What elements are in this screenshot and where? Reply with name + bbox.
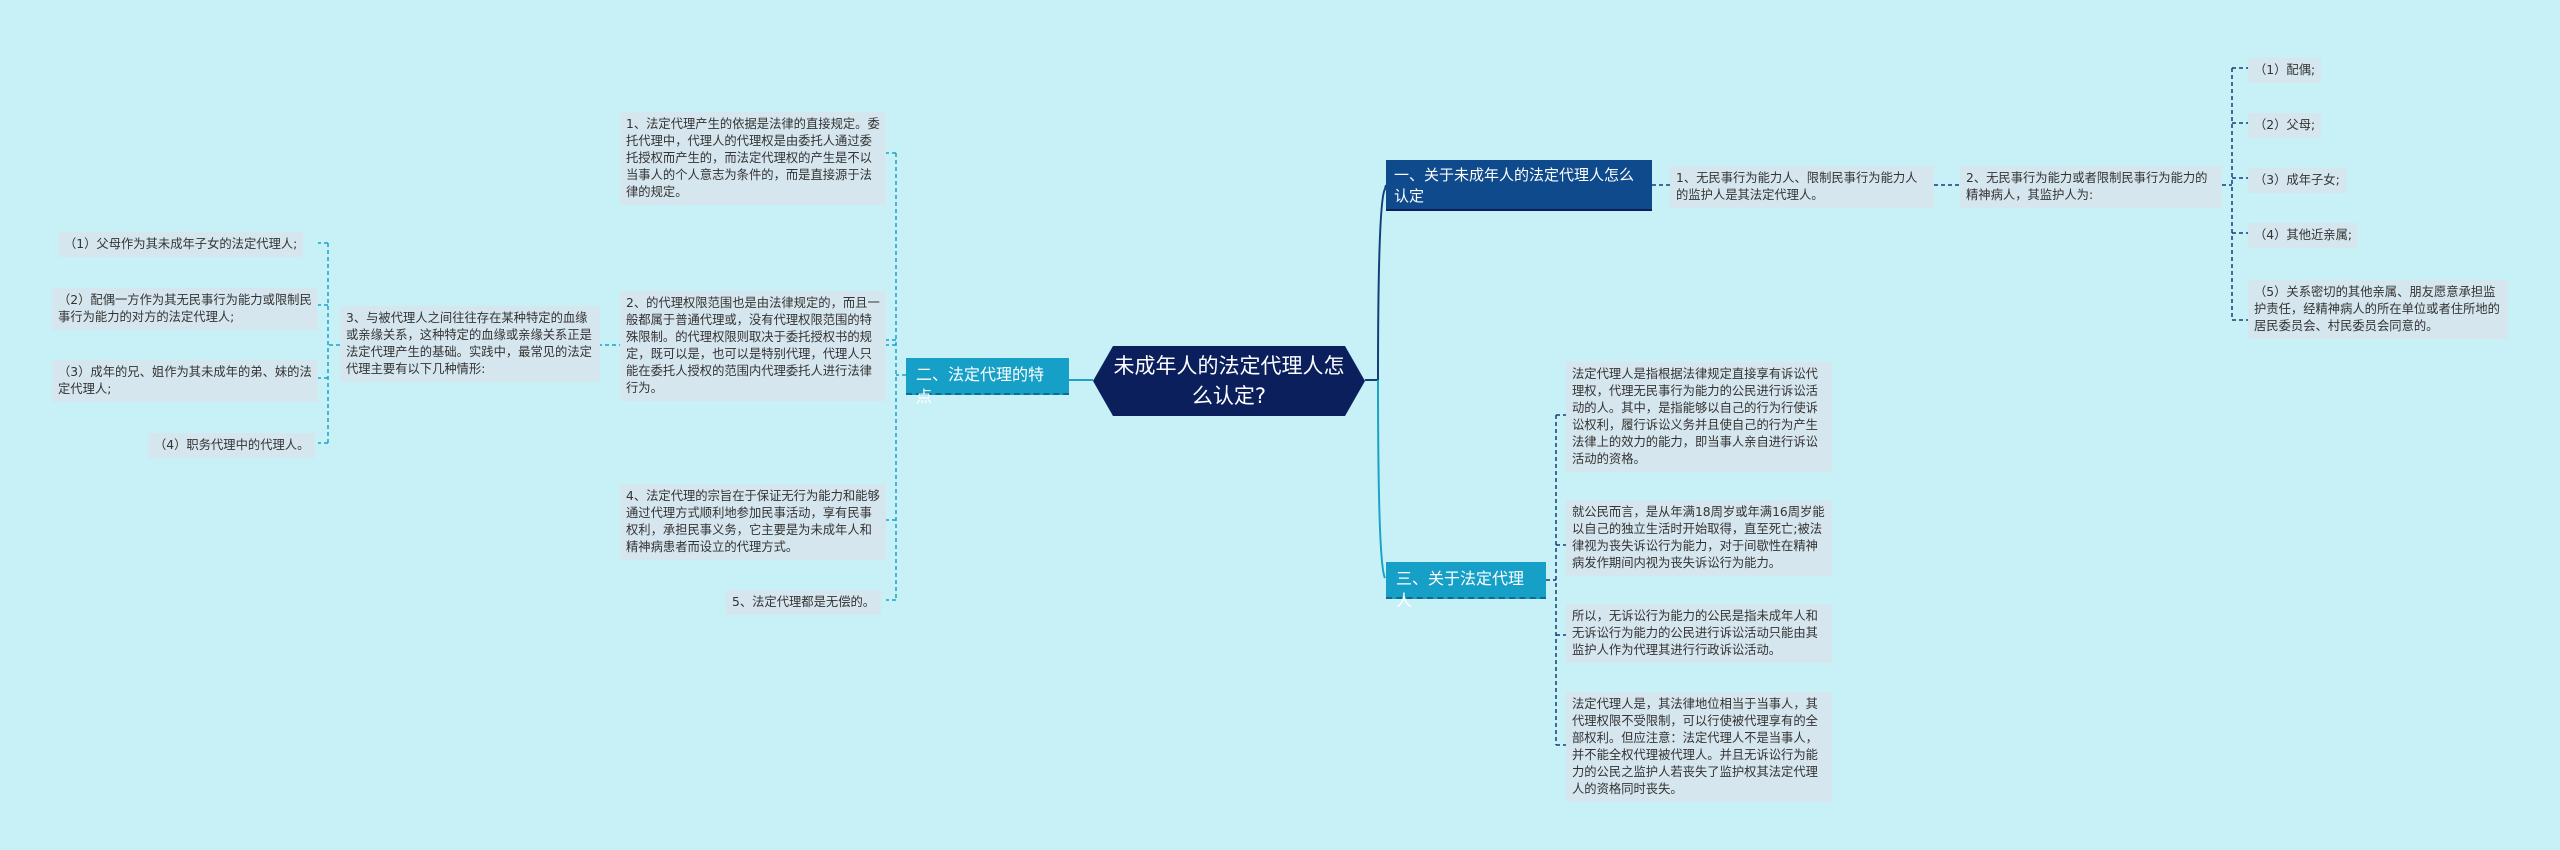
connector-item3-subs <box>318 242 328 444</box>
b1-item-4[interactable]: （4）其他近亲属; <box>2248 223 2359 248</box>
connector-item3-trunk <box>327 243 340 443</box>
b2-sub-item-4[interactable]: （4）职务代理中的代理人。 <box>148 433 316 458</box>
b2-item-5[interactable]: 5、法定代理都是无偿的。 <box>726 590 882 615</box>
b1-item-2[interactable]: （2）父母; <box>2248 113 2322 138</box>
b2-item-3[interactable]: 3、与被代理人之间往往存在某种特定的血缘或亲缘关系，这种特定的血缘或亲缘关系正是… <box>340 306 600 382</box>
connector-b2-items <box>886 152 896 601</box>
connector-sub-trunk <box>2222 68 2233 320</box>
branch-3-node[interactable]: 三、关于法定代理人 <box>1386 562 1546 610</box>
b3-item-4[interactable]: 法定代理人是，其法律地位相当于当事人，其代理权限不受限制，可以行使被代理享有的全… <box>1566 692 1832 802</box>
connector-b2-trunk <box>895 153 906 600</box>
branch-2-title: 二、法定代理的特点 <box>916 365 1045 406</box>
root-title: 未成年人的法定代理人怎么认定? <box>1113 354 1345 408</box>
b3-item-3[interactable]: 所以，无诉讼行为能力的公民是指未成年人和无诉讼行为能力的公民进行诉讼活动只能由其… <box>1566 604 1832 663</box>
b3-item-2[interactable]: 就公民而言，是从年满18周岁或年满16周岁能以自己的独立生活时开始取得，直至死亡… <box>1566 500 1832 576</box>
b2-sub-item-2[interactable]: （2）配偶一方作为其无民事行为能力或限制民事行为能力的对方的法定代理人; <box>52 288 318 330</box>
b1-item-5[interactable]: （5）关系密切的其他亲属、朋友愿意承担监护责任，经精神病人的所在单位或者住所地的… <box>2248 280 2508 339</box>
connector-root-branch3 <box>1377 379 1386 579</box>
b2-sub-item-3[interactable]: （3）成年的兄、姐作为其未成年的弟、妹的法定代理人; <box>52 360 318 402</box>
branch-1-sub[interactable]: 2、无民事行为能力或者限制民事行为能力的精神病人，其监护人为: <box>1960 166 2222 208</box>
connector-b3-items <box>1556 414 1566 746</box>
root-node[interactable]: 未成年人的法定代理人怎么认定? <box>1093 346 1365 416</box>
b1-item-3[interactable]: （3）成年子女; <box>2248 168 2346 193</box>
b3-item-1[interactable]: 法定代理人是指根据法律规定直接享有诉讼代理权，代理无民事行为能力的公民进行诉讼活… <box>1566 362 1832 472</box>
connector-root-branch1 <box>1377 184 1387 381</box>
branch-3-title: 三、关于法定代理人 <box>1396 569 1525 610</box>
b2-item-4[interactable]: 4、法定代理的宗旨在于保证无行为能力和能够通过代理方式顺利地参加民事活动，享有民… <box>620 484 886 560</box>
b2-sub-item-1[interactable]: （1）父母作为其未成年子女的法定代理人; <box>58 232 304 257</box>
b2-item-1[interactable]: 1、法定代理产生的依据是法律的直接规定。委托代理中，代理人的代理权是由委托人通过… <box>620 112 886 205</box>
branch-1-node[interactable]: 一、关于未成年人的法定代理人怎么认定 <box>1386 160 1652 211</box>
branch-1-child[interactable]: 1、无民事行为能力人、限制民事行为能力人的监护人是其法定代理人。 <box>1670 166 1934 208</box>
connector-b3-trunk <box>1546 415 1557 745</box>
b2-item-2[interactable]: 2、的代理权限范围也是由法律规定的，而且一般都属于普通代理或，没有代理权限范围的… <box>620 291 886 401</box>
branch-1-title: 一、关于未成年人的法定代理人怎么认定 <box>1394 166 1635 205</box>
b1-item-1[interactable]: （1）配偶; <box>2248 58 2322 83</box>
branch-2-node[interactable]: 二、法定代理的特点 <box>906 358 1069 406</box>
connector-sub-items <box>2232 67 2248 321</box>
